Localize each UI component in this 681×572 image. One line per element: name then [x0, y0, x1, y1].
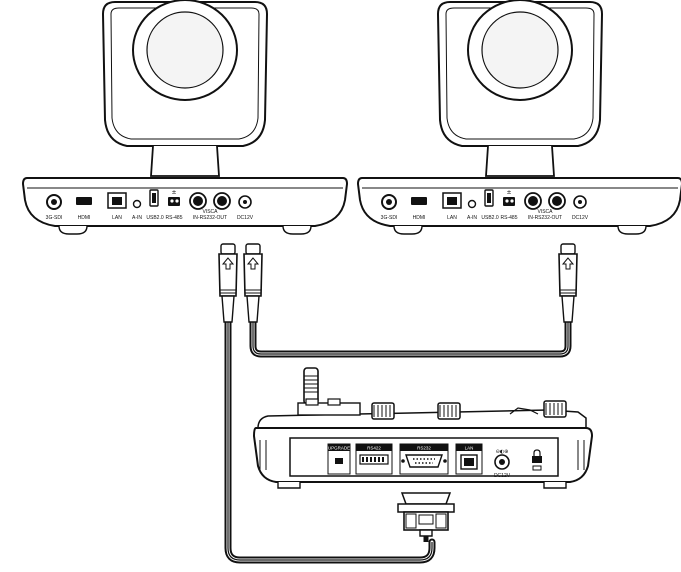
visca-daisy-chain-cable: [249, 322, 572, 358]
camera-label-usb: USB2.0: [146, 215, 163, 221]
camera-label-audio-in: A-IN: [132, 215, 142, 221]
camera-label-in-rs232-out: IN-RS232-OUT: [528, 215, 562, 221]
upgrade-port: [335, 458, 343, 464]
camera-label-dc12v: DC12V: [572, 215, 589, 221]
dc12v-label: DC12V: [494, 473, 511, 479]
visca-plug-1a: [218, 243, 238, 323]
visca-plug-2: [558, 243, 578, 323]
camera-label-audio-in: A-IN: [467, 215, 477, 221]
camera-label-hdmi: HDMI: [78, 215, 91, 221]
camera-label-sdi: 3G-SDI: [46, 215, 63, 221]
upgrade-label: UPGRADE: [328, 446, 350, 451]
camera-label-visca: VISCA: [537, 209, 553, 215]
plus-minus-icon: ±: [171, 189, 176, 196]
db9-plug: [397, 492, 455, 542]
camera-label-rs485: RS-485: [501, 215, 518, 221]
plus-minus-icon: ±: [506, 189, 511, 196]
camera-label-lan: LAN: [447, 215, 457, 221]
camera-label-rs485: RS-485: [166, 215, 183, 221]
ptz-camera-2: 3G-SDI HDMI LAN A-IN USB2.0 RS-485 VISCA…: [357, 0, 681, 235]
camera-label-dc12v: DC12V: [237, 215, 254, 221]
camera-label-visca: VISCA: [202, 209, 218, 215]
rs232-db9-port: [405, 454, 443, 468]
camera-label-usb: USB2.0: [481, 215, 498, 221]
camera-label-hdmi: HDMI: [413, 215, 426, 221]
kensington-lock-icon: [532, 449, 542, 471]
ptz-camera-1: 3G-SDI HDMI LAN A-IN USB2.0 RS-485 VISCA…: [22, 0, 348, 235]
camera-label-sdi: 3G-SDI: [381, 215, 398, 221]
cable-group: [224, 318, 572, 564]
ptz-keyboard-controller: UPGRADE RS422 RS232 LAN ⊖◐⊕ DC12V: [253, 367, 593, 489]
camera-label-in-rs232-out: IN-RS232-OUT: [193, 215, 227, 221]
lan-label: LAN: [465, 446, 474, 451]
rs422-label: RS422: [367, 446, 381, 451]
visca-plug-1b: [243, 243, 263, 323]
camera-label-lan: LAN: [112, 215, 122, 221]
polarity-icon: ⊖◐⊕: [496, 449, 509, 455]
rs232-label: RS232: [417, 446, 431, 451]
